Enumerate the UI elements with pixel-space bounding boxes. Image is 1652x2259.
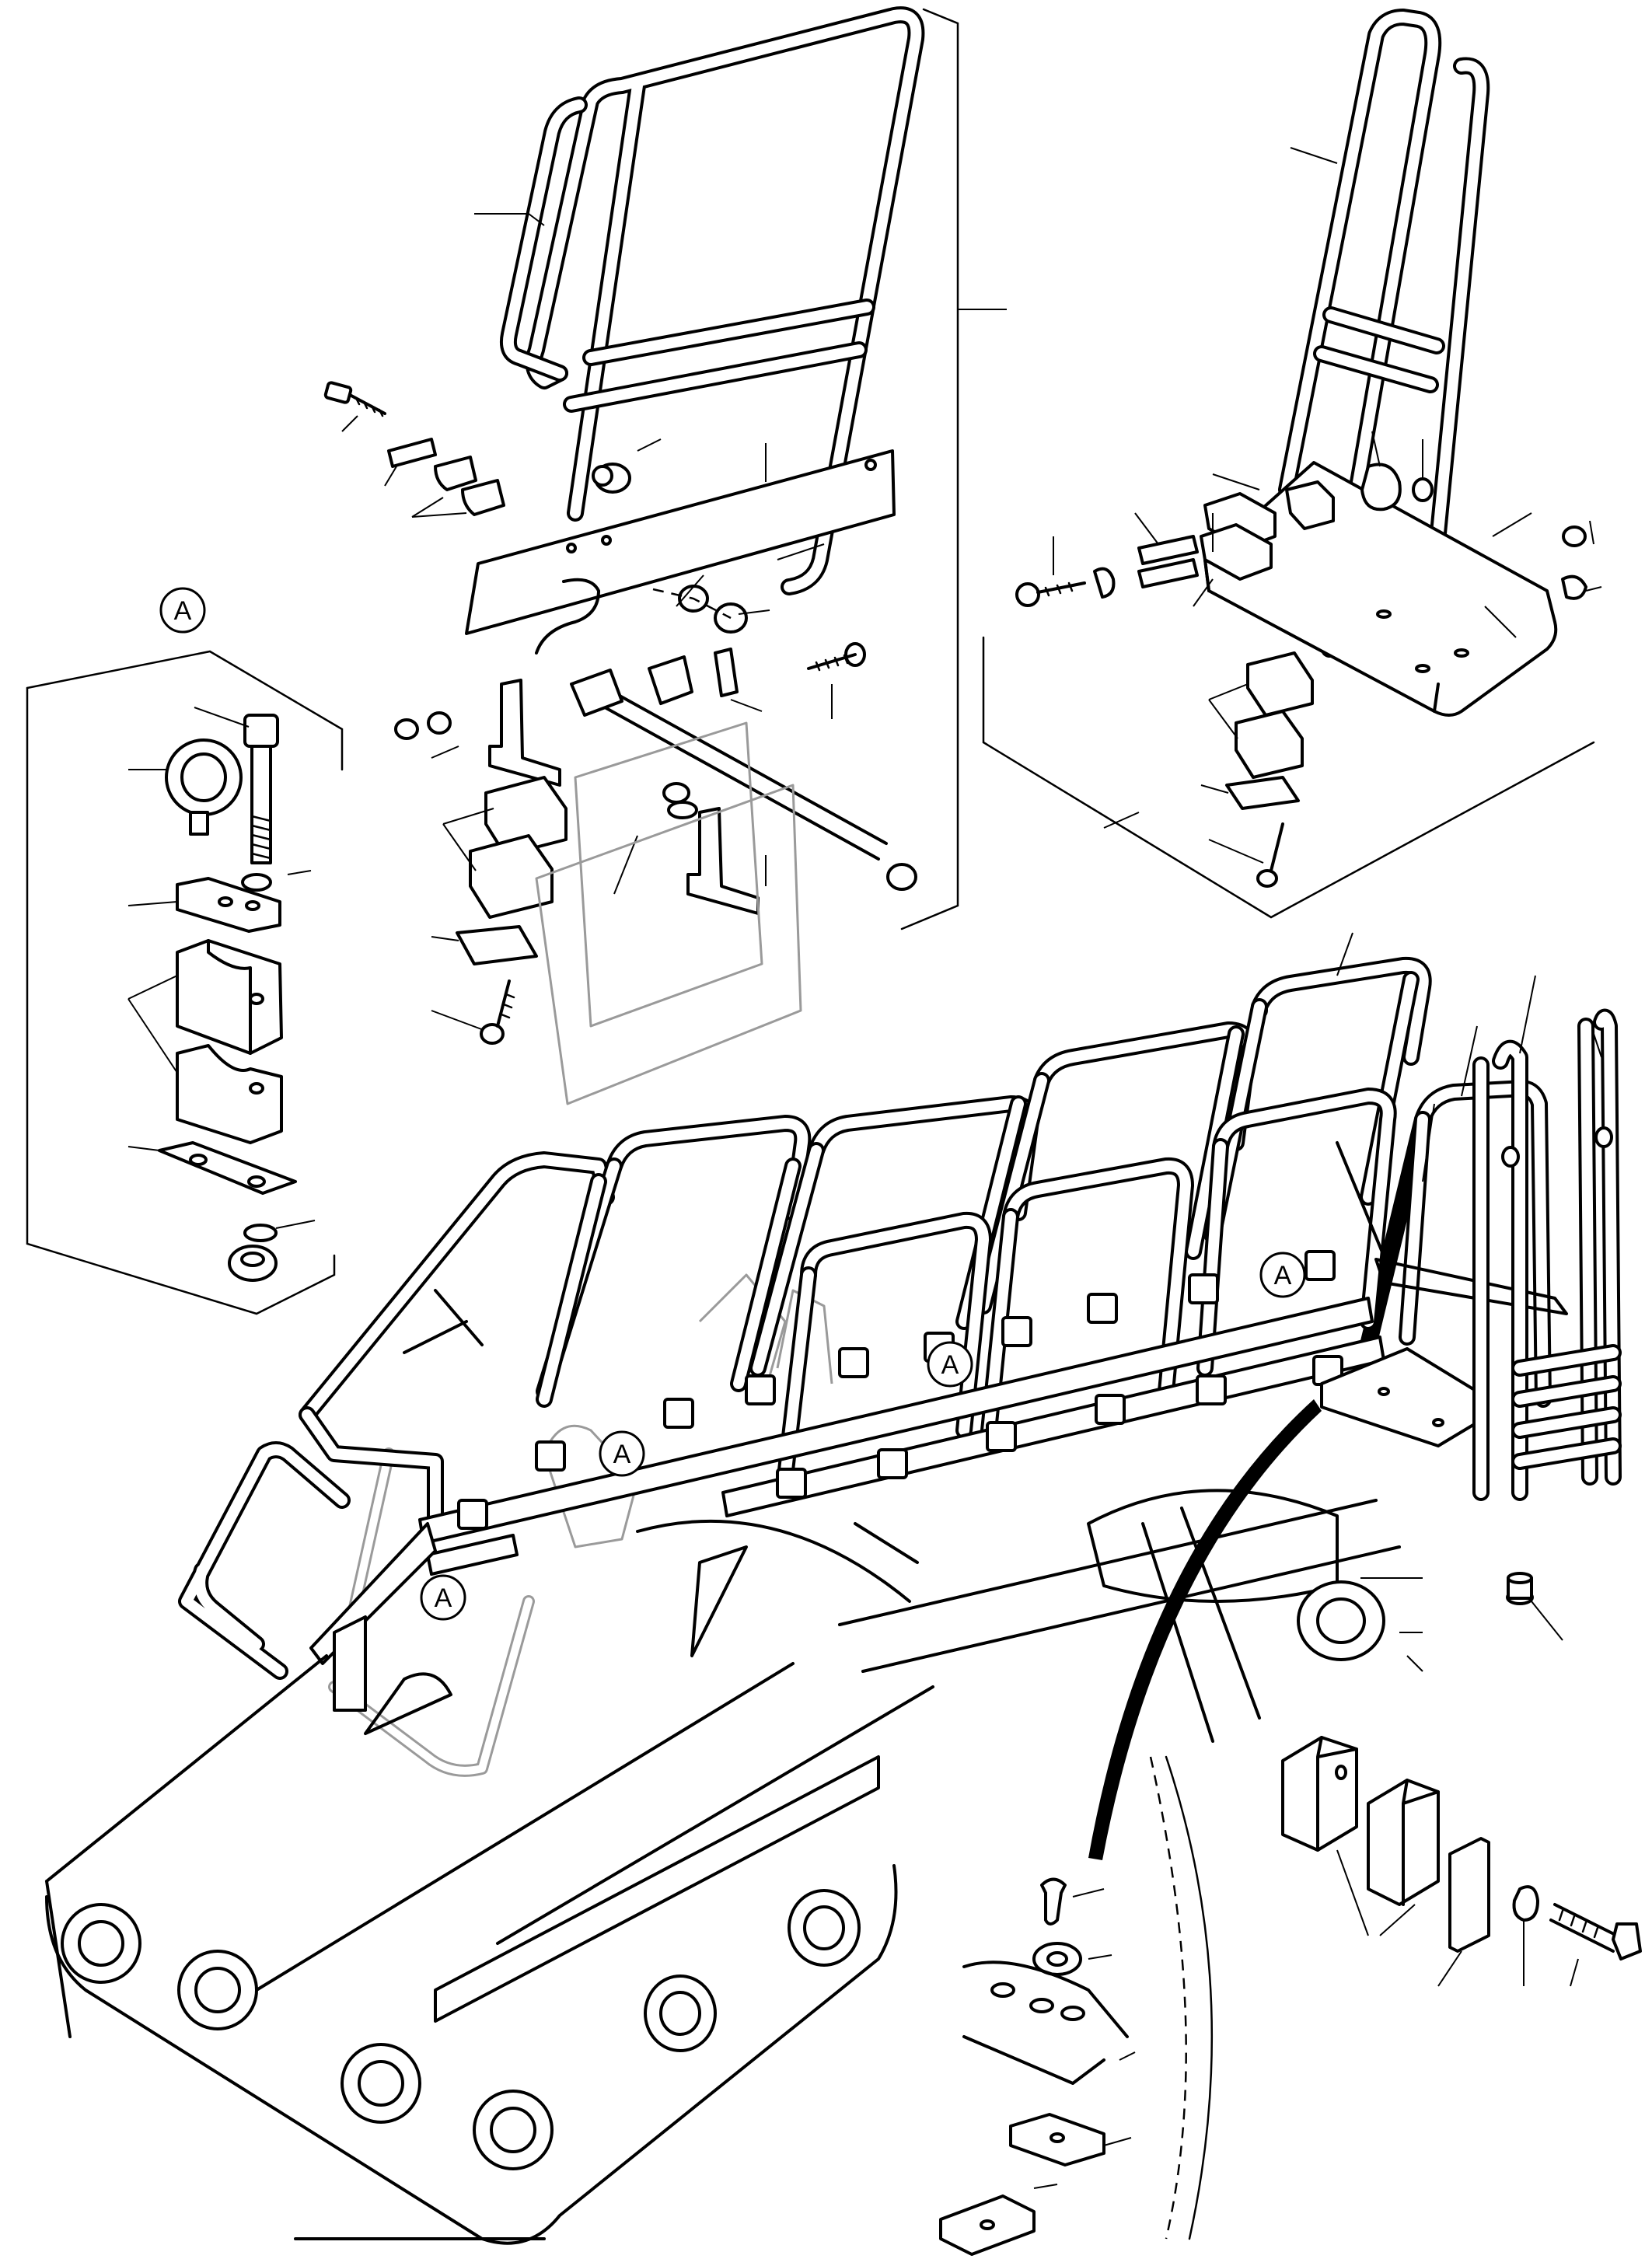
callout-ref-a-1-label: A — [1274, 1261, 1292, 1290]
callout-ref-a-3-label: A — [613, 1440, 631, 1469]
detail-a-clamp-set — [26, 650, 344, 1315]
callout-ref-a-4: A — [420, 1574, 466, 1621]
boom-frame — [45, 1489, 1423, 2245]
platform-railing-main — [178, 721, 1622, 1777]
callout-ref-a-2-label: A — [941, 1350, 959, 1380]
handrail-assembly-right — [982, 9, 1602, 919]
callout-ref-a-4-label: A — [435, 1583, 452, 1613]
callout-ref-a-3: A — [599, 1430, 645, 1477]
callout-ref-a-1: A — [1259, 1252, 1306, 1298]
callout-detail-a: A — [159, 587, 206, 634]
callout-detail-a-label: A — [174, 596, 192, 626]
handrail-assembly-left — [323, 6, 1007, 1045]
step-bracket-detail — [939, 1877, 1136, 2256]
callout-ref-a-2: A — [927, 1341, 973, 1388]
detail-pointer-arrow — [1088, 1399, 1322, 2240]
exploded-clamp-set — [1281, 1736, 1642, 1987]
